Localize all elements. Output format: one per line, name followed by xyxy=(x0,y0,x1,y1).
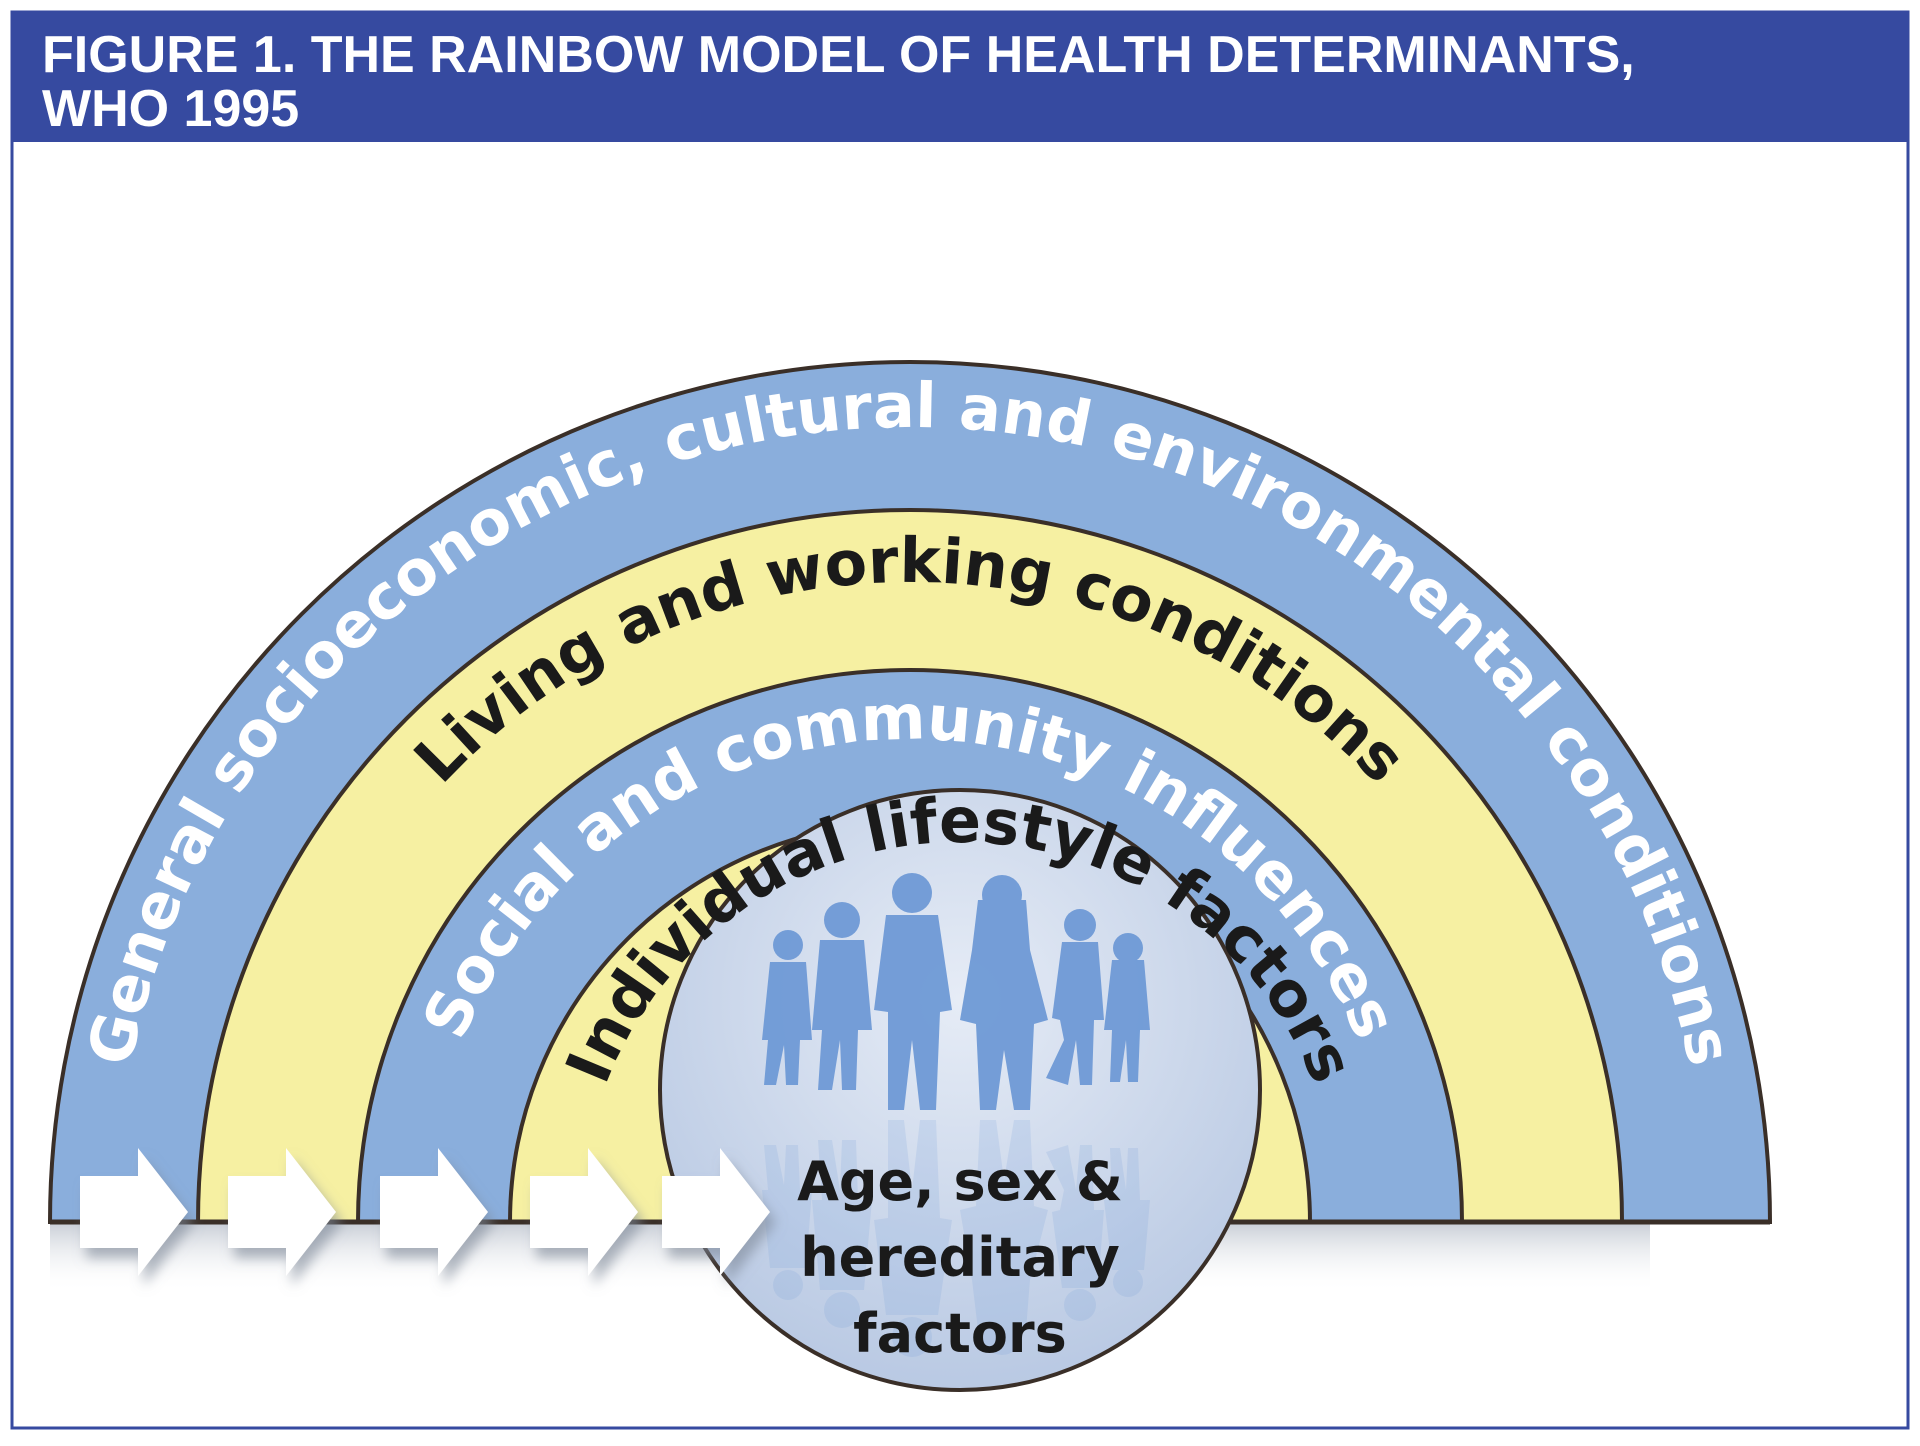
core-text-line1: Age, sex & xyxy=(797,1150,1123,1213)
person-silhouette-icon xyxy=(812,902,872,1090)
person-silhouette-icon xyxy=(960,875,1048,1110)
person-silhouette-icon xyxy=(874,873,952,1110)
person-silhouette-icon xyxy=(1104,933,1150,1082)
figure-title-line2: WHO 1995 xyxy=(42,80,299,138)
figure-title-line1: FIGURE 1. THE RAINBOW MODEL OF HEALTH DE… xyxy=(42,26,1635,84)
right-arrow-icon xyxy=(530,1148,638,1276)
arrow-row xyxy=(80,1148,770,1276)
right-arrow-icon xyxy=(662,1148,770,1276)
right-arrow-icon xyxy=(380,1148,488,1276)
person-silhouette-icon xyxy=(762,930,812,1085)
person-silhouette-icon xyxy=(1046,909,1104,1085)
core-text-line2: hereditary xyxy=(800,1226,1120,1289)
figure-header xyxy=(12,12,1908,142)
core-text-line3: factors xyxy=(853,1302,1067,1365)
right-arrow-icon xyxy=(80,1148,188,1276)
people-silhouette-icon xyxy=(762,873,1150,1110)
right-arrow-icon xyxy=(228,1148,336,1276)
